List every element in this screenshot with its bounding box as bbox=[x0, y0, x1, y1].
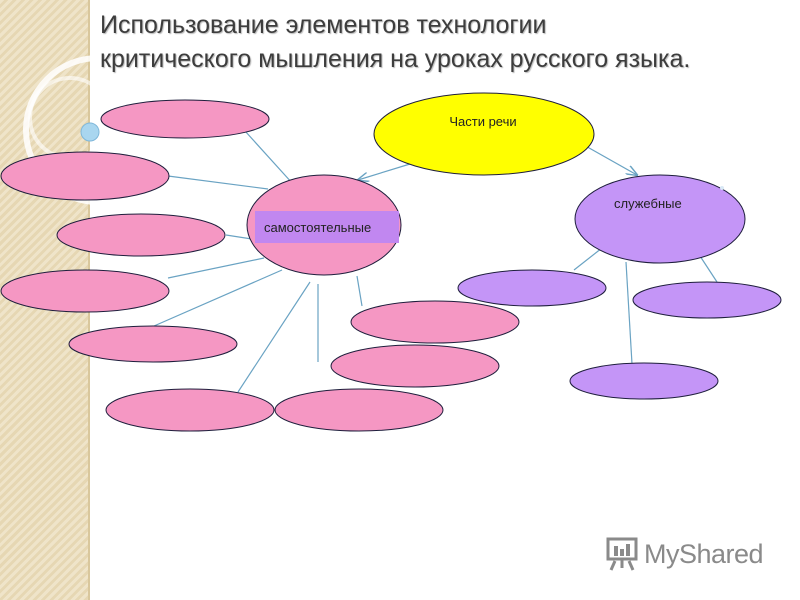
left-branch-label-box bbox=[255, 211, 399, 243]
left-leaf-2 bbox=[0, 151, 170, 201]
edge-right-leaf-3 bbox=[625, 261, 633, 365]
edge-left-leaf-6 bbox=[237, 281, 311, 393]
left-leaf-6 bbox=[105, 388, 275, 432]
left-leaf-8 bbox=[330, 344, 500, 388]
left-leaf-7 bbox=[274, 388, 444, 432]
right-branch-label: служебные bbox=[614, 196, 682, 211]
watermark-text: MyShared bbox=[644, 538, 764, 569]
right-branch-node bbox=[574, 174, 746, 264]
deco-bead bbox=[80, 122, 100, 142]
left-leaf-9 bbox=[350, 300, 520, 344]
edge-left-leaf-5 bbox=[153, 269, 283, 327]
left-leaf-1 bbox=[100, 99, 270, 139]
watermark: MyShared bbox=[606, 536, 764, 572]
edge-left-leaf-2 bbox=[167, 175, 269, 190]
root-node bbox=[373, 92, 595, 176]
title-line-2: критического мышления на уроках русского… bbox=[100, 45, 691, 73]
right-leaf-2 bbox=[632, 281, 782, 319]
presentation-board-icon bbox=[606, 537, 638, 571]
edge-right-leaf-2 bbox=[699, 255, 718, 283]
arrow-to-left-branch bbox=[358, 163, 411, 180]
left-leaf-3 bbox=[56, 213, 226, 257]
root-node-label: Части речи bbox=[449, 114, 516, 129]
left-leaf-4 bbox=[0, 269, 170, 313]
edge-right-leaf-1 bbox=[573, 247, 603, 271]
sparkle-dot bbox=[720, 186, 724, 190]
edge-left-leaf-1 bbox=[244, 130, 294, 185]
slide-title: Использование элементов технологии крити… bbox=[100, 8, 780, 76]
right-leaf-1 bbox=[457, 269, 607, 307]
edge-left-leaf-8 bbox=[356, 275, 363, 307]
left-branch-label: самостоятельные bbox=[264, 220, 371, 235]
connector-lines bbox=[153, 130, 718, 393]
title-line-1: Использование элементов технологии bbox=[100, 11, 547, 39]
right-leaves bbox=[457, 269, 782, 400]
left-leaf-5 bbox=[68, 325, 238, 363]
edge-left-leaf-4 bbox=[167, 257, 265, 279]
left-leaves bbox=[0, 99, 520, 432]
right-leaf-3 bbox=[569, 362, 719, 400]
